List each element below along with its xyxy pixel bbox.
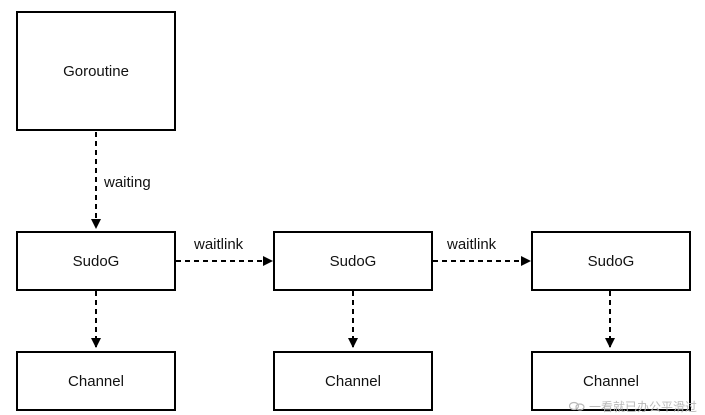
wechat-icon xyxy=(568,400,585,414)
channel-node-1: Channel xyxy=(16,351,176,411)
channel-node-3: Channel xyxy=(531,351,691,411)
sudog-node-2: SudoG xyxy=(273,231,433,291)
watermark: 一看就已办公平滑过 xyxy=(568,398,697,415)
waiting-label: waiting xyxy=(104,174,151,191)
watermark-text: 一看就已办公平滑过 xyxy=(588,400,697,414)
sudog-label: SudoG xyxy=(72,252,120,270)
goroutine-label: Goroutine xyxy=(63,62,129,80)
waitlink-label-2: waitlink xyxy=(447,236,497,253)
waitlink-label-1: waitlink xyxy=(194,236,244,253)
channel-label: Channel xyxy=(68,372,124,390)
goroutine-node: Goroutine xyxy=(16,11,176,131)
channel-node-2: Channel xyxy=(273,351,433,411)
sudog-label: SudoG xyxy=(587,252,635,270)
sudog-label: SudoG xyxy=(329,252,377,270)
sudog-node-1: SudoG xyxy=(16,231,176,291)
channel-label: Channel xyxy=(583,372,639,390)
sudog-node-3: SudoG xyxy=(531,231,691,291)
channel-label: Channel xyxy=(325,372,381,390)
